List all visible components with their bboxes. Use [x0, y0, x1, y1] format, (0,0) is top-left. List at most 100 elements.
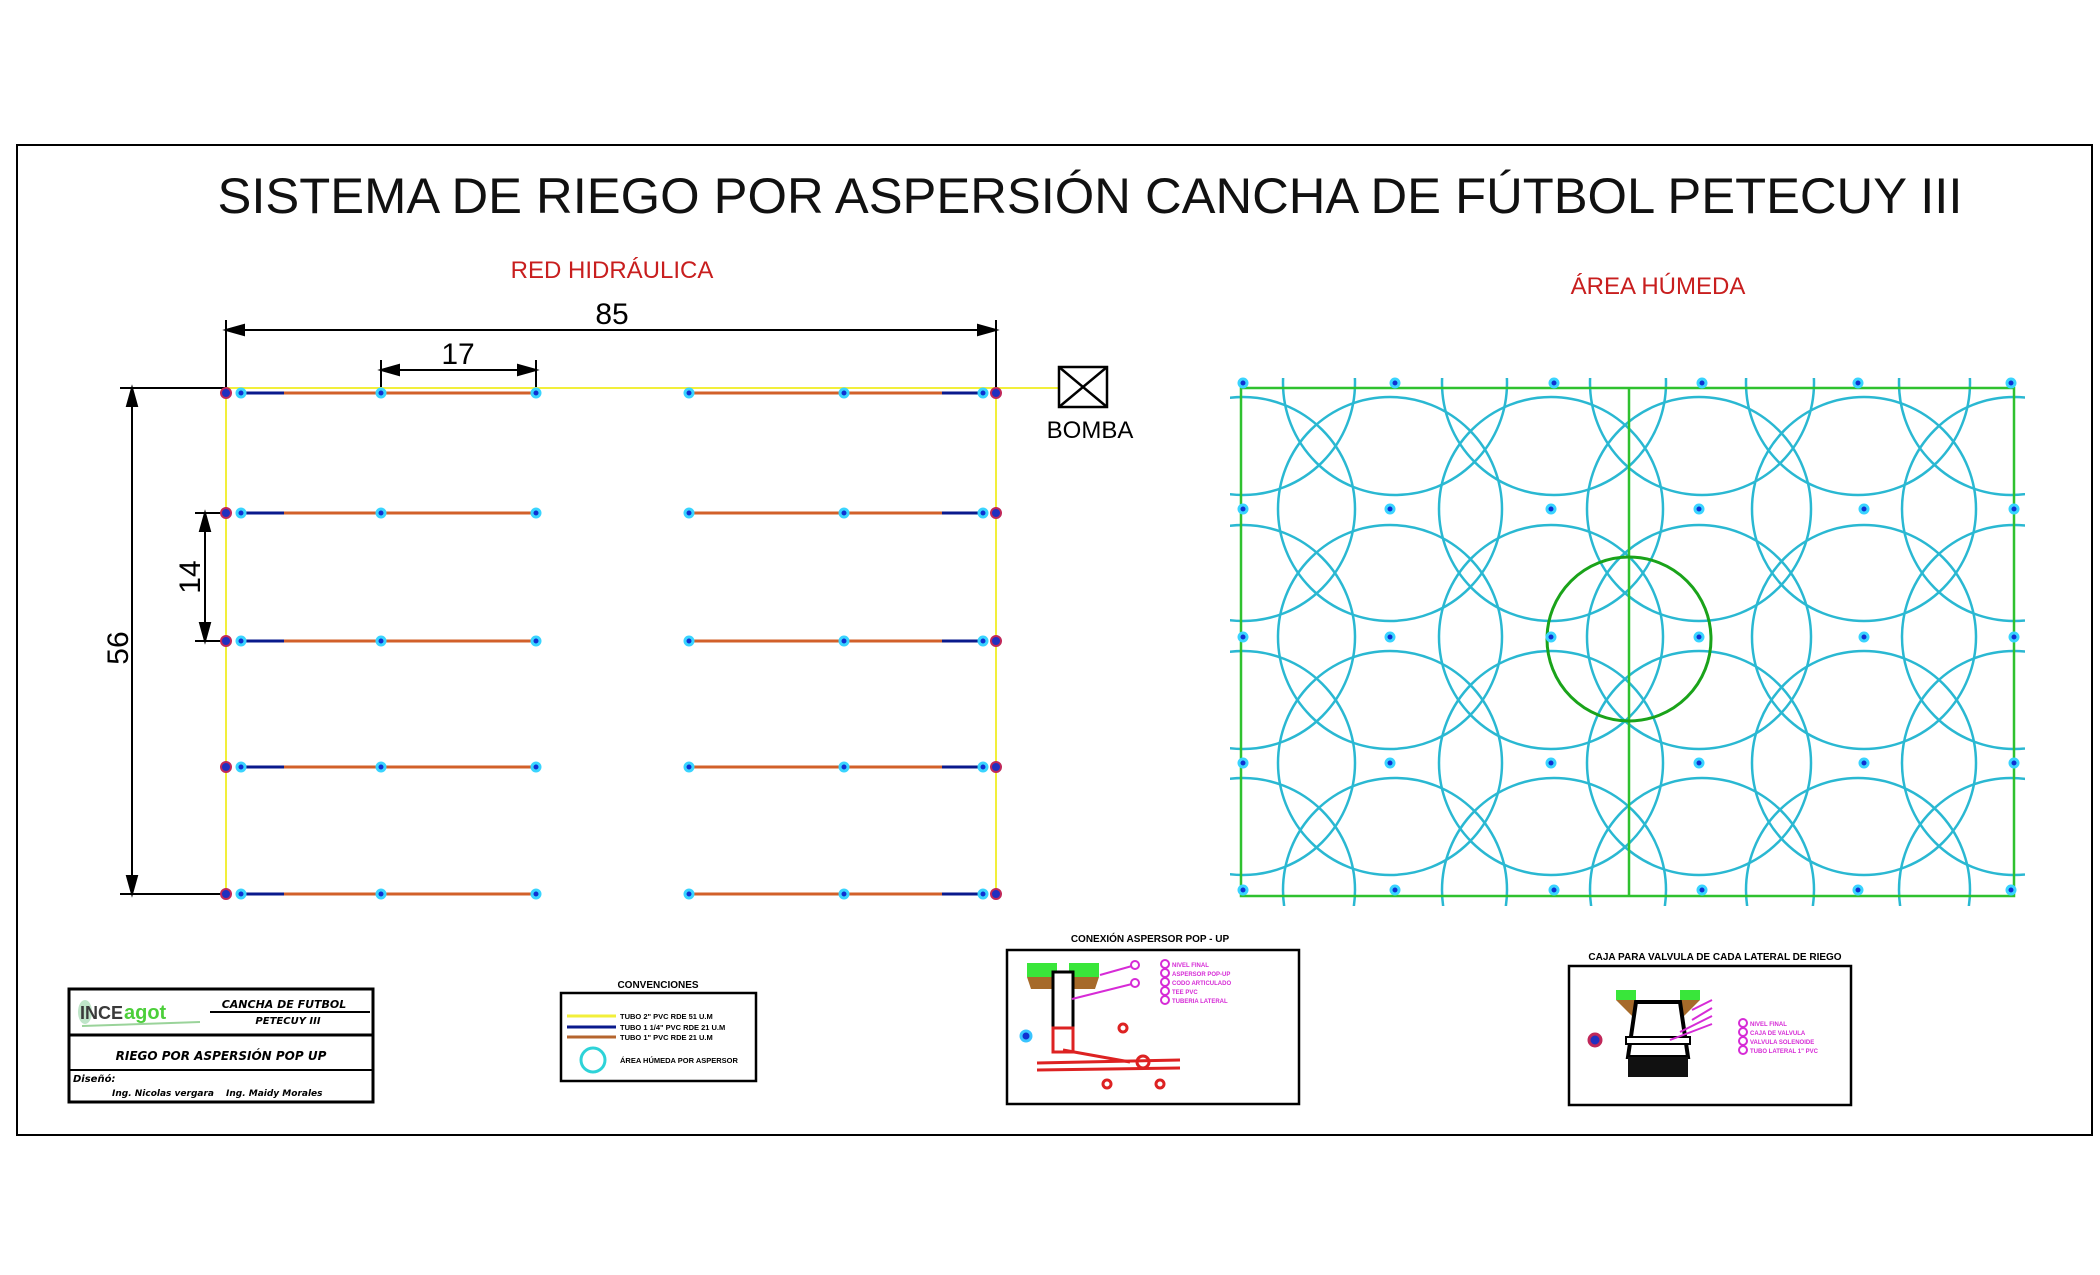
title-block: INCE agot CANCHA DE FUTBOL PETECUY III R…: [67, 987, 375, 1104]
legend: CONVENCIONES TUBO 2" PVC RDE 51 U.M TUBO…: [559, 980, 758, 1083]
pump-icon: [1057, 365, 1109, 409]
note-number-icon: [1738, 1027, 1748, 1037]
wet-area-circle: [1588, 378, 1816, 497]
sprinkler-icon: [375, 387, 387, 399]
dim-total-width: 85: [595, 298, 628, 331]
sprinkler-icon: [838, 761, 850, 773]
svg-text:INCE: INCE: [80, 1003, 123, 1023]
popup-detail: CONEXIÓN ASPERSOR POP - UP NIVEL FINALAS…: [1005, 932, 1301, 1106]
popup-detail-title: CONEXIÓN ASPERSOR POP - UP: [1071, 932, 1230, 945]
valve-detail-title: CAJA PARA VALVULA DE CADA LATERAL DE RIE…: [1588, 952, 1841, 963]
sprinkler-icon: [375, 761, 387, 773]
wet-area-circle: [1900, 395, 2025, 623]
sprinkler-icon: [235, 507, 247, 519]
field-outline: [1239, 386, 2016, 898]
valve-note: VALVULA SOLENOIDE: [1750, 1040, 1814, 1046]
sprinkler-icon: [683, 761, 695, 773]
dim-spacing-y: 14: [174, 560, 207, 593]
valve-note: NIVEL FINAL: [1750, 1022, 1787, 1028]
popup-note: TEE PVC: [1172, 990, 1198, 996]
sprinkler-icon: [977, 888, 989, 900]
sprinkler-icon: [1389, 884, 1401, 896]
sprinkler-icon: [1852, 884, 1864, 896]
wet-area-circle: [1437, 649, 1665, 877]
dimensions: [120, 320, 1000, 898]
company-logo: INCE agot: [78, 1000, 201, 1027]
sprinkler-icon: [838, 888, 850, 900]
valve-icon: [220, 888, 232, 900]
wet-area-circle: [1585, 523, 1813, 751]
wet-area-circle: [1276, 395, 1504, 623]
wet-area-circle: [1281, 378, 1509, 497]
sprinkler-icon: [1693, 631, 1705, 643]
sprinkler-icon: [2005, 884, 2017, 896]
wet-area-circle: [1750, 649, 1978, 877]
sprinkler-icon: [1693, 503, 1705, 515]
valve-icon: [990, 888, 1002, 900]
sprinkler-icon: [977, 761, 989, 773]
tb-designer-1: Ing. Nicolas vergara: [112, 1089, 214, 1099]
valve-box-detail: CAJA PARA VALVULA DE CADA LATERAL DE RIE…: [1567, 952, 1853, 1107]
sprinkler-icon: [1696, 377, 1708, 389]
sprinkler-icon: [1384, 757, 1396, 769]
pipe-network: [220, 387, 1059, 900]
sprinkler-icon: [683, 888, 695, 900]
wet-area-circle: [1897, 378, 2025, 497]
wet-area-circle: [1440, 378, 1668, 497]
wet-area-circle: [1230, 378, 1357, 497]
sprinkler-icon: [235, 387, 247, 399]
wet-area-circle: [1585, 395, 1813, 623]
legend-item-lateral: TUBO 1" PVC RDE 21 U.M: [620, 1033, 713, 1042]
wet-area-heading: ÁREA HÚMEDA: [1571, 273, 1746, 300]
valve-note: CAJA DE VALVULA: [1750, 1031, 1806, 1037]
wet-area-circle: [1276, 649, 1504, 877]
sprinkler-icon: [375, 635, 387, 647]
sprinkler-icon: [977, 635, 989, 647]
sprinkler-icon: [1237, 631, 1249, 643]
wet-area-circle: [1276, 523, 1504, 751]
wet-area-circle: [1900, 523, 2025, 751]
wet-circles: [1230, 378, 2025, 906]
sprinkler-icon: [2008, 503, 2020, 515]
sprinkler-icon: [1693, 757, 1705, 769]
hydraulic-network: RED HIDRÁULICA 85 17 56 14 BOMBA: [102, 257, 1133, 900]
hydraulic-heading: RED HIDRÁULICA: [511, 257, 714, 284]
legend-item-main: TUBO 2" PVC RDE 51 U.M: [620, 1012, 713, 1021]
wet-area-circle: [1750, 523, 1978, 751]
valve-icon: [220, 761, 232, 773]
sprinkler-icon: [1852, 377, 1864, 389]
sprinkler-icon: [235, 761, 247, 773]
valve-icon: [220, 387, 232, 399]
tb-site: PETECUY III: [255, 1016, 320, 1027]
sprinkler-icon: [375, 507, 387, 519]
sheet-border: [16, 144, 2093, 1136]
sprinkler-icon: [838, 635, 850, 647]
wet-area-plan: ÁREA HÚMEDA: [1230, 273, 2025, 906]
sprinkler-icon: [977, 507, 989, 519]
wet-area-circle: [1744, 378, 1972, 497]
wet-area-circle: [1585, 649, 1813, 877]
popup-note: NIVEL FINAL: [1172, 963, 1209, 969]
sprinkler-icon: [838, 507, 850, 519]
sprinkler-icon: [1237, 377, 1249, 389]
sprinkler-icon: [1548, 884, 1560, 896]
sprinkler-icon: [1858, 757, 1870, 769]
sprinkler-icon: [1548, 377, 1560, 389]
note-number-icon: [1738, 1036, 1748, 1046]
sprinkler-icon: [375, 888, 387, 900]
tb-designer-2: Ing. Maidy Morales: [226, 1089, 323, 1099]
sprinkler-icon: [1545, 757, 1557, 769]
sprinkler-icon: [1384, 631, 1396, 643]
sprinkler-icon: [235, 888, 247, 900]
sprinkler-icon: [1696, 884, 1708, 896]
legend-item-wet: ÁREA HÚMEDA POR ASPERSOR: [620, 1056, 739, 1065]
wet-area-circle: [1437, 395, 1665, 623]
sprinkler-icon: [683, 507, 695, 519]
sprinkler-icon: [530, 635, 542, 647]
sprinkler-icon: [977, 387, 989, 399]
sprinkler-icon: [1858, 503, 1870, 515]
sprinkler-icon: [2008, 757, 2020, 769]
valve-icon: [990, 761, 1002, 773]
wet-area-circle: [1230, 776, 1357, 906]
